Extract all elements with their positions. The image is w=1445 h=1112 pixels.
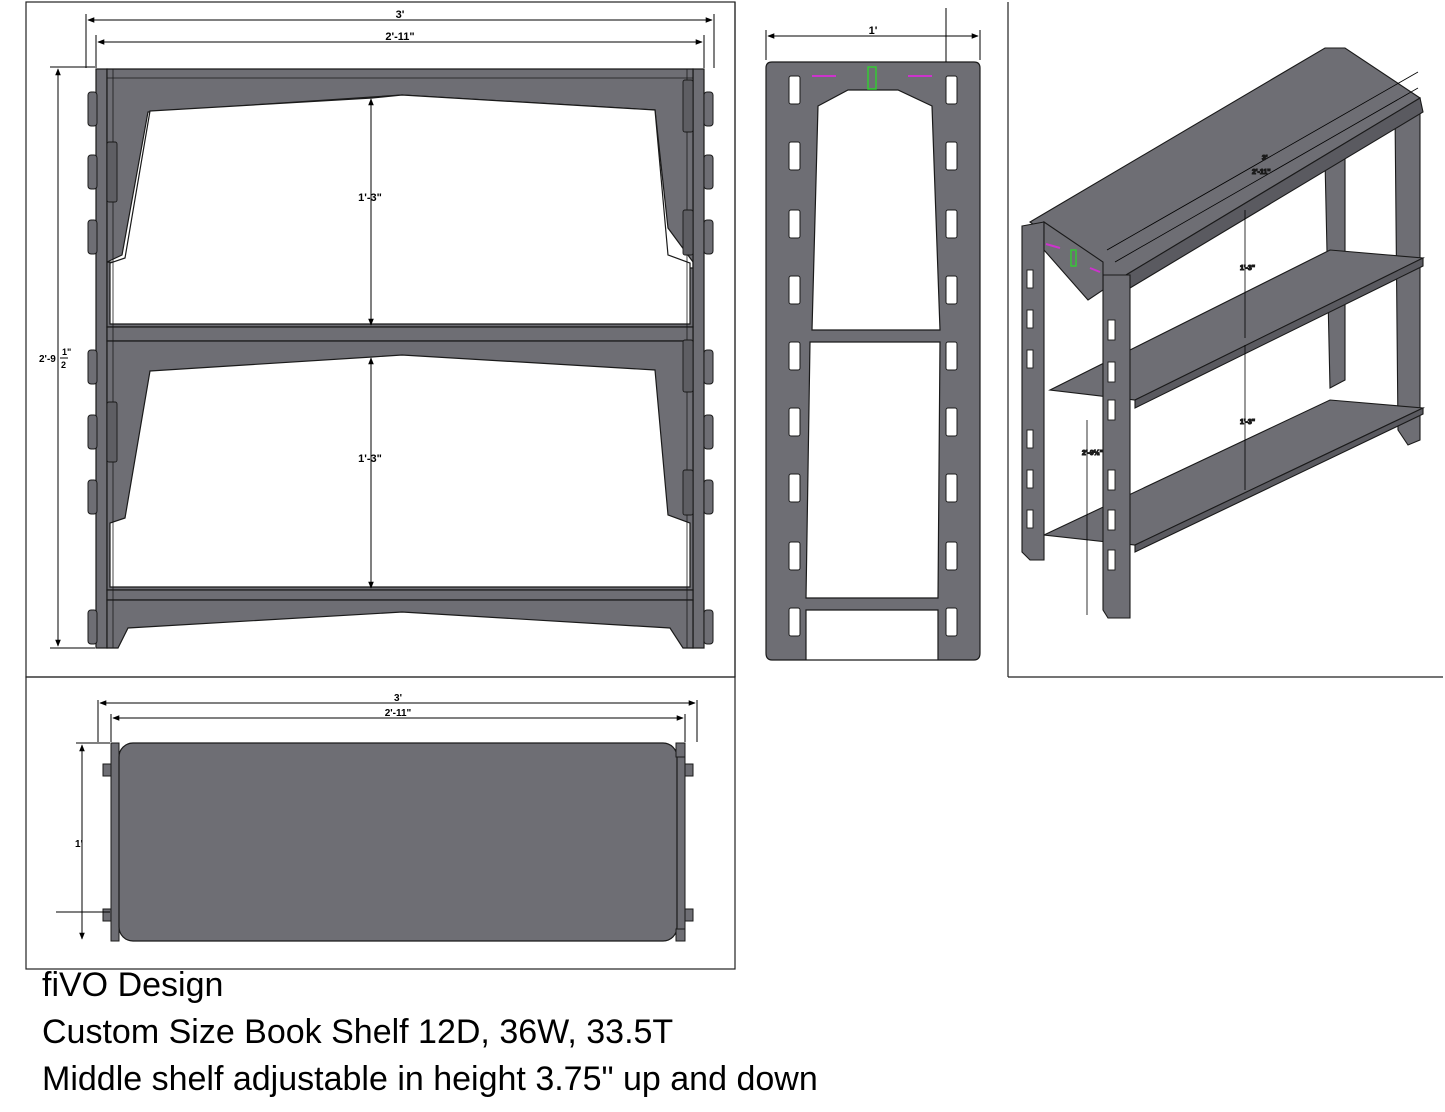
iso-view: 3' 2'-11" 1'-3" 1'-3" 2'-9½": [1021, 47, 1426, 619]
top-dim-overall-width: 3': [394, 693, 402, 704]
iso-dim-height: 2'-9½": [1082, 449, 1103, 457]
side-slots: [788, 75, 958, 637]
iso-dim-upper-clearance: 1'-3": [1240, 265, 1255, 272]
front-view: 3' 2'-11" 2'-9 1 " 2 1'-3" 1'-3": [39, 9, 715, 649]
caption-product: Custom Size Book Shelf 12D, 36W, 33.5T: [42, 1013, 674, 1051]
iso-front-right-post: [1102, 274, 1131, 619]
top-left-post: [110, 742, 120, 942]
top-view: 3' 2'-11" 1': [56, 693, 698, 942]
top-peg-tabs: [102, 742, 694, 942]
side-dim-depth: 1': [869, 25, 878, 37]
iso-side-apron: [1043, 220, 1104, 301]
front-peg-tabs: [87, 91, 714, 645]
front-bottom-apron: [106, 599, 694, 649]
iso-dim-inner-width: 2'-11": [1252, 169, 1271, 176]
frame-borders: [25, 1, 1443, 970]
front-dim-lower-clearance: 1'-3": [358, 453, 382, 465]
svg-text:1: 1: [62, 347, 67, 357]
svg-text:2'-9: 2'-9: [39, 354, 56, 365]
side-view: 1': [765, 8, 981, 661]
front-upper-opening: [109, 94, 691, 325]
top-shelf-panel: [118, 742, 678, 942]
iso-bottom-shelf: [1042, 399, 1426, 546]
caption-company: fiVO Design: [42, 966, 224, 1004]
side-panel: [765, 61, 981, 661]
front-lower-opening: [109, 354, 691, 588]
top-dim-inner-width: 2'-11": [385, 708, 412, 719]
iso-top-surface: [1028, 47, 1422, 276]
front-dim-height-label: 2'-9 1 " 2: [39, 347, 71, 370]
top-right-post: [676, 742, 686, 942]
front-dim-upper-clearance: 1'-3": [358, 192, 382, 204]
front-right-post: [692, 68, 705, 649]
caption-note: Middle shelf adjustable in height 3.75" …: [42, 1060, 818, 1098]
front-left-post: [95, 68, 108, 649]
svg-text:": ": [67, 347, 71, 357]
iso-dim-lower-clearance: 1'-3": [1240, 419, 1255, 426]
top-dim-depth: 1': [75, 839, 83, 850]
side-accent-green: [867, 66, 877, 90]
front-dim-overall-width: 3': [396, 9, 405, 21]
iso-dim-overall-width: 3': [1262, 155, 1268, 162]
front-middle-shelf: [106, 326, 694, 342]
front-bottom-shelf: [106, 589, 694, 601]
svg-text:2: 2: [61, 360, 66, 370]
front-dim-inner-width: 2'-11": [385, 31, 414, 43]
